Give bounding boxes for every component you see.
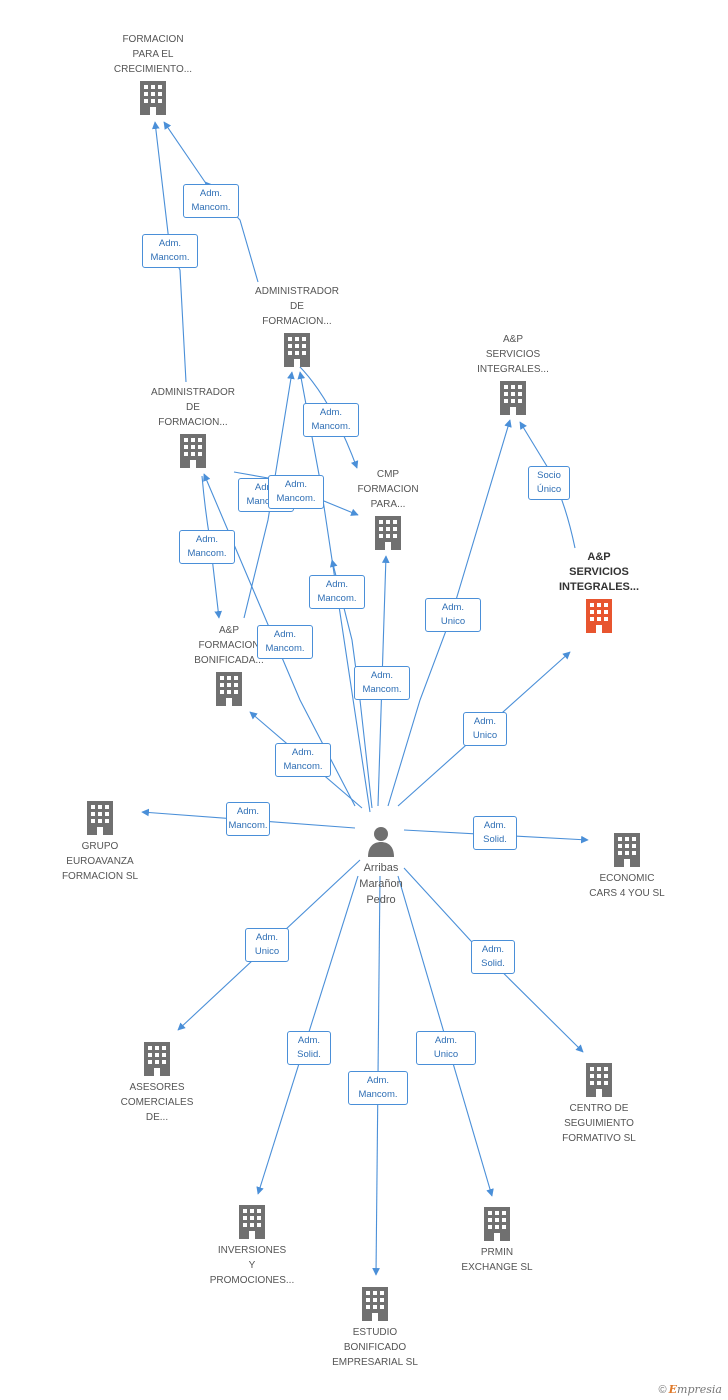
node-label: CENTRO DE SEGUIMIENTO FORMATIVO SL: [562, 1103, 636, 1144]
building-icon: [239, 1205, 265, 1239]
building-icon: [614, 833, 640, 867]
node-label: ESTUDIO BONIFICADO EMPRESARIAL SL: [332, 1327, 418, 1368]
node-label: ADMINISTRADOR DE FORMACION...: [151, 387, 235, 428]
edge-label[interactable]: Adm. Unico: [416, 1031, 476, 1065]
node-label: ASESORES COMERCIALES DE...: [120, 1082, 194, 1123]
building-icon: [180, 434, 206, 468]
connector-line: [387, 419, 512, 807]
node-ap-formacion[interactable]: A&P FORMACION BONIFICADA...: [164, 623, 294, 710]
edge-label[interactable]: Adm. Mancom.: [179, 530, 235, 564]
edge-label[interactable]: Adm. Mancom.: [303, 403, 359, 437]
edge-label[interactable]: Adm. Solid.: [471, 940, 515, 974]
building-icon: [500, 381, 526, 415]
node-label: A&P FORMACION BONIFICADA...: [194, 625, 264, 666]
node-centro-seguimiento[interactable]: CENTRO DE SEGUIMIENTO FORMATIVO SL: [534, 1059, 664, 1146]
edge-label[interactable]: Adm. Mancom.: [348, 1071, 408, 1105]
edge-label[interactable]: Adm. Mancom.: [268, 475, 324, 509]
node-prmin[interactable]: PRMIN EXCHANGE SL: [432, 1203, 562, 1275]
building-icon: [87, 801, 113, 835]
edge-label[interactable]: Adm. Mancom.: [309, 575, 365, 609]
node-ap-servicios-highlighted[interactable]: A&P SERVICIOS INTEGRALES...: [534, 550, 664, 637]
building-icon: [375, 516, 401, 550]
connector-line: [163, 121, 206, 183]
edge-label[interactable]: Adm. Mancom.: [257, 625, 313, 659]
node-economic-cars[interactable]: ECONOMIC CARS 4 YOU SL: [562, 829, 692, 901]
brand-initial: E: [668, 1383, 678, 1396]
building-icon: [586, 1063, 612, 1097]
node-admin-formacion-2[interactable]: ADMINISTRADOR DE FORMACION...: [128, 385, 258, 472]
node-label: INVERSIONES Y PROMOCIONES...: [209, 1245, 295, 1286]
node-label: A&P SERVICIOS INTEGRALES...: [477, 334, 549, 375]
node-inversiones[interactable]: INVERSIONES Y PROMOCIONES...: [187, 1201, 317, 1288]
node-grupo-euroavanza[interactable]: GRUPO EUROAVANZA FORMACION SL: [35, 797, 165, 884]
brand-name: mpresia: [677, 1383, 722, 1396]
edge-label[interactable]: Adm. Mancom.: [142, 234, 198, 268]
building-icon: [586, 599, 612, 633]
person-icon: [368, 827, 394, 857]
node-label: GRUPO EUROAVANZA FORMACION SL: [61, 841, 139, 882]
node-formacion-crecimiento[interactable]: FORMACION PARA EL CRECIMIENTO...: [88, 32, 218, 119]
node-label: Arribas Marañon Pedro: [359, 862, 403, 906]
edge-label[interactable]: Adm. Solid.: [473, 816, 517, 850]
footer-brand: ©Empresia: [659, 1383, 722, 1396]
connector-line: [243, 371, 295, 619]
building-icon: [144, 1042, 170, 1076]
node-cmp-formacion[interactable]: CMP FORMACION PARA...: [323, 467, 453, 554]
copyright-symbol: ©: [658, 1384, 667, 1396]
edge-label[interactable]: Adm. Solid.: [287, 1031, 331, 1065]
edge-label[interactable]: Socio Único: [528, 466, 570, 500]
edge-label[interactable]: Adm. Mancom.: [275, 743, 331, 777]
building-icon: [216, 672, 242, 706]
connector-line: [203, 473, 356, 807]
node-label: PRMIN EXCHANGE SL: [461, 1247, 533, 1273]
edge-label[interactable]: Adm. Mancom.: [354, 666, 410, 700]
node-label: CMP FORMACION PARA...: [357, 469, 419, 510]
edge-label[interactable]: Adm. Mancom.: [183, 184, 239, 218]
node-ap-servicios-1[interactable]: A&P SERVICIOS INTEGRALES...: [448, 332, 578, 419]
connector-line: [403, 867, 584, 1053]
edge-label[interactable]: Adm. Unico: [245, 928, 289, 962]
node-estudio[interactable]: ESTUDIO BONIFICADO EMPRESARIAL SL: [310, 1283, 440, 1370]
node-asesores[interactable]: ASESORES COMERCIALES DE...: [92, 1038, 222, 1125]
building-icon: [484, 1207, 510, 1241]
node-label: ECONOMIC CARS 4 YOU SL: [589, 873, 665, 899]
node-label: FORMACION PARA EL CRECIMIENTO...: [113, 34, 193, 75]
edge-label[interactable]: Adm. Unico: [463, 712, 507, 746]
building-icon: [284, 333, 310, 367]
node-label: A&P SERVICIOS INTEGRALES...: [558, 551, 640, 593]
node-label: ADMINISTRADOR DE FORMACION...: [255, 286, 339, 327]
building-icon: [140, 81, 166, 115]
node-person[interactable]: Arribas Marañon Pedro: [316, 822, 446, 908]
node-admin-formacion-1[interactable]: ADMINISTRADOR DE FORMACION...: [232, 284, 362, 371]
building-icon: [362, 1287, 388, 1321]
edge-label[interactable]: Adm. Unico: [425, 598, 481, 632]
edge-label[interactable]: Adm. Mancom.: [226, 802, 270, 836]
